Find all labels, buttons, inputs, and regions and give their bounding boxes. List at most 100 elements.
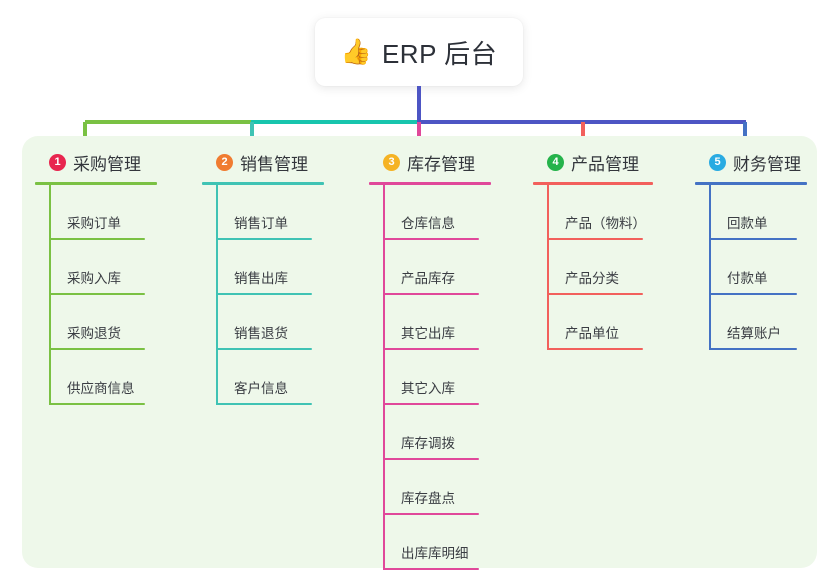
column-header-3[interactable]: 3 库存管理 [369,149,491,175]
column-header-2[interactable]: 2 销售管理 [202,149,324,175]
leaf-label: 仓库信息 [401,216,455,231]
column-underline-4 [533,182,653,185]
leaf-node[interactable]: 库存调拨 [369,405,491,460]
leaf-label: 销售订单 [234,216,288,231]
leaf-node[interactable]: 产品分类 [533,240,653,295]
leaf-underline [383,238,479,240]
leaf-node[interactable]: 采购退货 [35,295,157,350]
leaf-node[interactable]: 出库库明细 [369,515,491,570]
column-title-5: 财务管理 [733,154,801,174]
column-4: 4 产品管理产品（物料） 产品分类产品单位 [533,149,653,350]
column-spine-1 [49,185,51,405]
leaf-underline [383,568,479,570]
column-title-3: 库存管理 [407,154,475,174]
column-5: 5 财务管理回款单付款单结算账户 [695,149,807,350]
column-underline-3 [369,182,491,185]
column-badge-2: 2 [216,153,233,171]
leaf-node[interactable]: 库存盘点 [369,460,491,515]
leaf-underline [49,403,145,405]
leaf-underline [216,348,312,350]
leaf-underline [547,238,643,240]
leaf-label: 其它入库 [401,381,455,396]
leaf-underline [49,293,145,295]
leaf-underline [547,348,643,350]
leaf-label: 库存调拨 [401,436,455,451]
column-badge-4: 4 [547,153,564,171]
leaf-underline [383,293,479,295]
column-spine-2 [216,185,218,405]
leaf-underline [383,458,479,460]
column-header-4[interactable]: 4 产品管理 [533,149,653,175]
leaf-label: 产品分类 [565,271,619,286]
leaf-label: 出库库明细 [401,546,469,561]
root-node[interactable]: 👍 ERP 后台 [315,18,523,86]
leaf-node[interactable]: 销售出库 [202,240,324,295]
column-underline-1 [35,182,157,185]
leaf-label: 回款单 [727,216,768,231]
column-1: 1 采购管理采购订单采购入库采购退货供应商信息 [35,149,157,405]
column-title-2: 销售管理 [240,154,308,174]
root-title: ERP 后台 [381,38,498,69]
leaf-node[interactable]: 销售退货 [202,295,324,350]
leaf-label: 销售出库 [234,271,288,286]
thumbs-up-emoji: 👍 [340,37,372,66]
leaf-node[interactable]: 产品（物料） [533,185,653,240]
leaf-underline [216,403,312,405]
leaf-underline [383,513,479,515]
column-items-1: 采购订单采购入库采购退货供应商信息 [35,185,157,405]
column-spine-4 [547,185,549,350]
column-items-2: 销售订单销售出库销售退货客户信息 [202,185,324,405]
column-header-1[interactable]: 1 采购管理 [35,149,157,175]
leaf-label: 采购退货 [67,326,121,341]
column-items-4: 产品（物料） 产品分类产品单位 [533,185,653,350]
leaf-underline [709,293,797,295]
leaf-label: 其它出库 [401,326,455,341]
leaf-label: 采购订单 [67,216,121,231]
leaf-node[interactable]: 销售订单 [202,185,324,240]
column-items-5: 回款单付款单结算账户 [695,185,807,350]
leaf-underline [709,348,797,350]
leaf-underline [216,238,312,240]
leaf-label: 付款单 [727,271,768,286]
column-title-4: 产品管理 [571,154,639,174]
leaf-node[interactable]: 采购入库 [35,240,157,295]
leaf-underline [383,348,479,350]
leaf-node[interactable]: 付款单 [695,240,807,295]
leaf-node[interactable]: 产品单位 [533,295,653,350]
leaf-node[interactable]: 仓库信息 [369,185,491,240]
leaf-label: 产品库存 [401,271,455,286]
leaf-node[interactable]: 其它入库 [369,350,491,405]
leaf-underline [216,293,312,295]
leaf-label: 结算账户 [727,326,781,341]
leaf-node[interactable]: 产品库存 [369,240,491,295]
leaf-underline [709,238,797,240]
leaf-label: 产品（物料） [565,216,646,231]
column-badge-5: 5 [709,153,726,171]
leaf-label: 销售退货 [234,326,288,341]
leaf-label: 采购入库 [67,271,121,286]
column-title-1: 采购管理 [73,154,141,174]
leaf-node[interactable]: 结算账户 [695,295,807,350]
column-underline-5 [695,182,807,185]
leaf-label: 产品单位 [565,326,619,341]
diagram-panel [22,136,817,568]
column-3: 3 库存管理仓库信息产品库存其它出库其它入库库存调拨库存盘点出库库明细 [369,149,491,570]
leaf-node[interactable]: 客户信息 [202,350,324,405]
leaf-label: 库存盘点 [401,491,455,506]
leaf-underline [547,293,643,295]
column-badge-3: 3 [383,153,400,171]
column-header-5[interactable]: 5 财务管理 [695,149,807,175]
column-badge-1: 1 [49,153,66,171]
leaf-node[interactable]: 采购订单 [35,185,157,240]
leaf-node[interactable]: 其它出库 [369,295,491,350]
column-items-3: 仓库信息产品库存其它出库其它入库库存调拨库存盘点出库库明细 [369,185,491,570]
leaf-label: 客户信息 [234,381,288,396]
column-2: 2 销售管理销售订单销售出库销售退货客户信息 [202,149,324,405]
leaf-node[interactable]: 供应商信息 [35,350,157,405]
leaf-underline [49,238,145,240]
leaf-underline [49,348,145,350]
column-spine-3 [383,185,385,570]
leaf-node[interactable]: 回款单 [695,185,807,240]
leaf-underline [383,403,479,405]
